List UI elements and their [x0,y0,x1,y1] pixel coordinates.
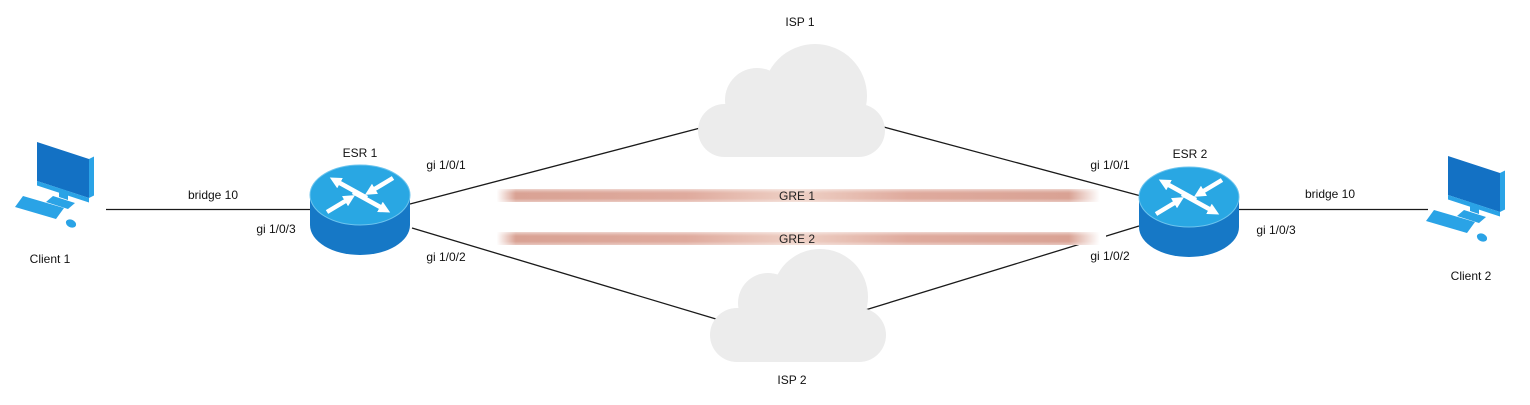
node-label-client1: Client 1 [29,252,71,266]
link-esr1-isp1 [409,126,705,205]
node-label-esr2: ESR 2 [1172,147,1208,161]
link-isp1-esr2 [879,125,1142,197]
tunnel-label-gre1: GRE 1 [778,188,815,203]
tunnel-label-gre2: GRE 2 [778,231,815,246]
router-icon-esr2 [1139,167,1239,257]
computer-icon-client2 [1426,156,1505,244]
tunnel-bar-gre1: GRE 1 [488,188,1106,203]
link-esr1-isp2 [411,227,717,320]
connections [106,125,1428,320]
tunnel-bar-gre2: GRE 2 [488,231,1106,246]
cloud-icon-isp1 [698,44,885,157]
router-icon-esr1 [310,165,410,255]
node-label-isp1: ISP 1 [785,15,815,29]
node-label-esr1: ESR 1 [342,146,378,160]
link-label-gi101-right: gi 1/0/1 [1090,158,1130,172]
computer-icon-client1 [15,142,94,230]
cloud-icon-isp2 [710,249,886,362]
link-label-gi102-left: gi 1/0/2 [426,250,466,264]
link-label-bridge10-left: bridge 10 [187,188,239,202]
link-label-gi103-right: gi 1/0/3 [1256,223,1296,237]
link-label-gi103-left: gi 1/0/3 [256,222,296,236]
cloud-base [710,308,886,362]
node-label-client2: Client 2 [1450,269,1492,283]
link-label-gi102-right: gi 1/0/2 [1090,249,1130,263]
node-label-isp2: ISP 2 [777,373,807,387]
link-label-gi101-left: gi 1/0/1 [426,158,466,172]
cloud-base [698,104,885,157]
link-label-bridge10-right: bridge 10 [1304,187,1356,201]
